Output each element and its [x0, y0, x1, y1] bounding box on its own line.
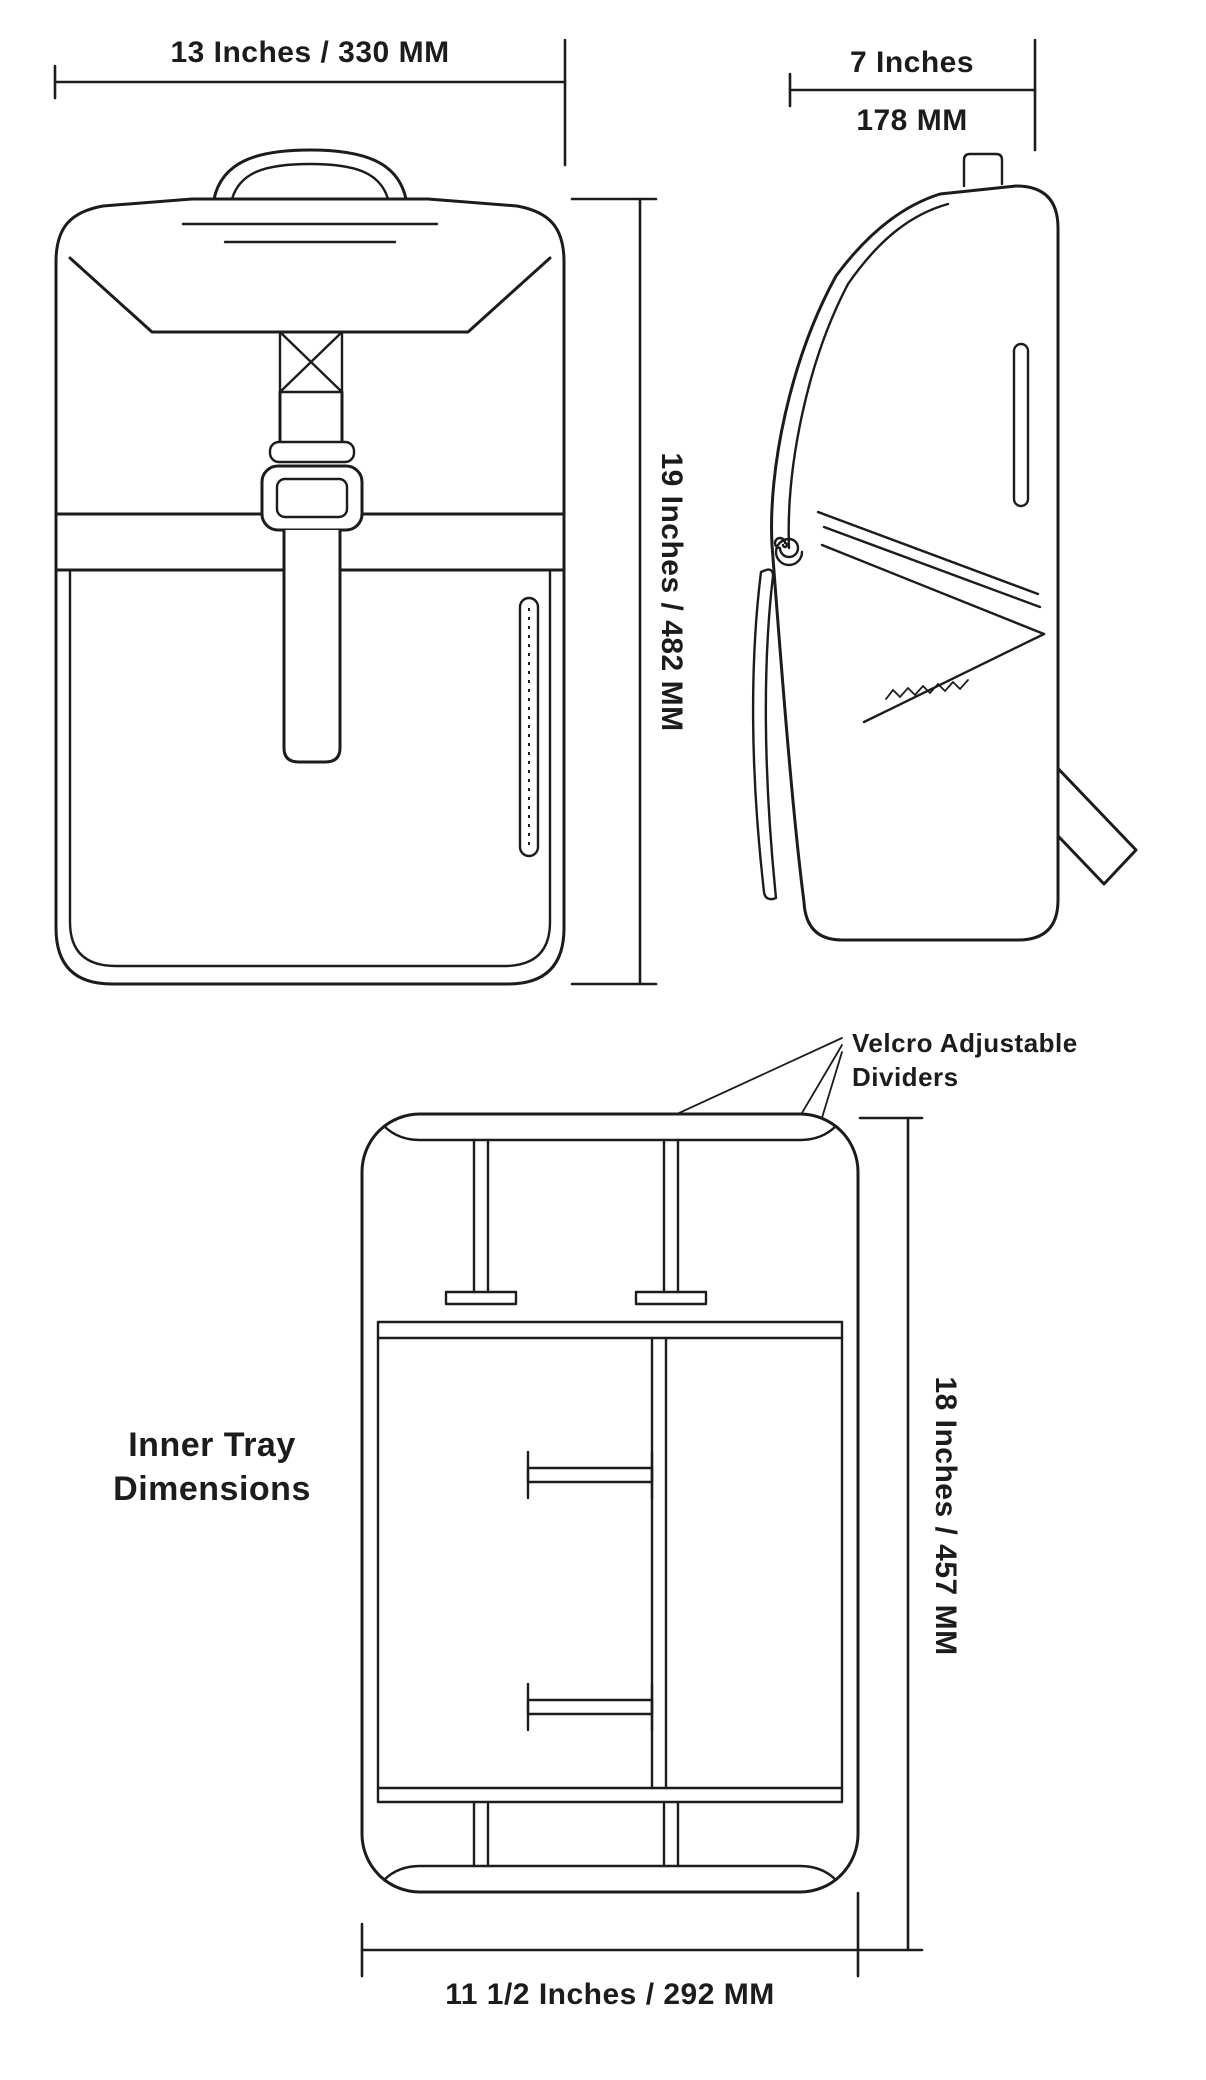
tray-caption-line2: Dimensions: [113, 1470, 311, 1508]
buckle-inner: [275, 477, 349, 519]
side-seam-line-2: [822, 525, 1042, 609]
side-opening-bottom-line: [862, 632, 1046, 724]
side-flap-curve: [787, 202, 950, 550]
side-depth-mm-label: 178 MM: [856, 104, 967, 137]
strap-lower: [282, 528, 342, 764]
front-height-dimension-label: 19 Inches / 482 MM: [655, 452, 688, 731]
tray-bottom-lip: [382, 1864, 838, 1882]
side-seam-line-1: [816, 510, 1040, 596]
side-view: 7 Inches 178 MM: [751, 38, 1138, 942]
flap-edge-curl: [773, 536, 804, 567]
tray-outline: [360, 1112, 860, 1894]
handle-inner: [230, 162, 390, 201]
tray-annotation-line1: Velcro Adjustable: [852, 1028, 1078, 1058]
side-depth-inches-label: 7 Inches: [850, 46, 974, 79]
strap-box: [278, 330, 344, 394]
divider-top-left-foot: [444, 1290, 518, 1306]
divider-horizontal-upper: [376, 1320, 844, 1340]
lower-pocket-outline: [68, 568, 552, 968]
zipper-squiggle: [885, 679, 969, 700]
back-pocket-slot: [1012, 342, 1030, 508]
side-opening-top-line: [820, 543, 1046, 636]
backpack-side-outline: [770, 184, 1060, 942]
tray-caption-line1: Inner Tray: [128, 1426, 296, 1464]
tray-top-lip: [382, 1124, 838, 1142]
handle-outer: [212, 148, 408, 201]
strap-box-cross-2: [278, 330, 344, 394]
strap-loop: [268, 440, 356, 464]
inner-tray-view: Inner Tray Dimensions Velcro Adjustable …: [113, 1028, 1078, 2011]
front-width-dimension-label: 13 Inches / 330 MM: [170, 36, 449, 69]
tray-height-dimension-label: 18 Inches / 457 MM: [929, 1376, 962, 1655]
top-tab: [962, 152, 1004, 188]
tray-annotation-line2: Dividers: [852, 1062, 959, 1092]
front-view: 13 Inches / 330 MM 19 Inches / 482 MM: [53, 36, 688, 986]
divider-horizontal-lower: [376, 1786, 844, 1804]
tray-width-dimension-label: 11 1/2 Inches / 292 MM: [445, 1978, 775, 2011]
divider-top-right-foot: [634, 1290, 708, 1306]
shoulder-strap: [751, 568, 778, 901]
